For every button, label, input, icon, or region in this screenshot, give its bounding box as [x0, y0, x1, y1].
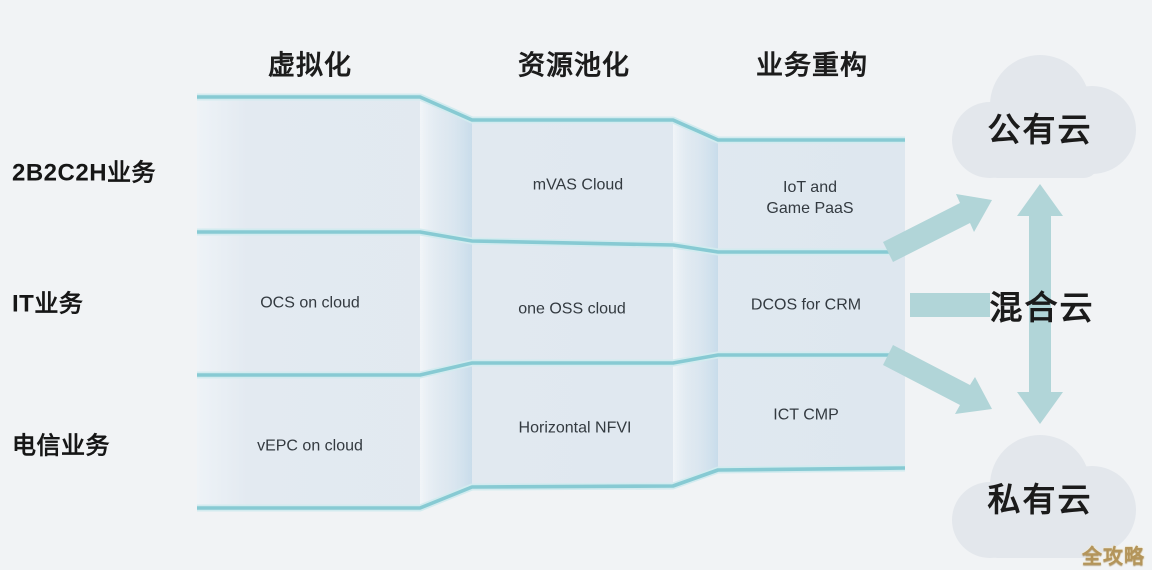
edge-row1-top [197, 95, 905, 142]
hybrid-cloud-label: 混合云 [989, 289, 1095, 326]
ribbon-row-2b2c2h [197, 97, 905, 252]
column-header-service-restructuring: 业务重构 [756, 50, 868, 81]
public-cloud-label: 公有云 [987, 111, 1093, 148]
column-header-virtualization: 虚拟化 [268, 50, 352, 81]
flow-arrows [883, 184, 1063, 424]
cell-one-oss-cloud: one OSS cloud [518, 300, 626, 318]
column-header-resource-pooling: 资源池化 [518, 50, 630, 81]
fold-strips [420, 97, 718, 508]
cell-mvas-cloud: mVAS Cloud [532, 176, 624, 194]
public-cloud-icon [952, 55, 1136, 178]
edge-row2-bottom [197, 353, 905, 377]
cell-iot-game-paas: IoT and Game PaaS [766, 179, 854, 217]
cell-dcos-for-crm: DCOS for CRM [750, 296, 862, 314]
edge-row3-bottom [197, 466, 906, 510]
fold-strip-2 [673, 120, 718, 486]
fold-strip-1 [420, 97, 472, 508]
arrow-public-private-bidirectional [1017, 184, 1063, 424]
arrow-to-private-cloud [883, 345, 992, 414]
cell-ocs-on-cloud: OCS on cloud [260, 294, 360, 312]
ribbon-edges [197, 93, 906, 512]
cell-vepc-on-cloud: vEPC on cloud [257, 437, 363, 455]
row-label-2b2c2h: 2B2C2H业务 [12, 159, 157, 187]
cell-horizontal-nfvi: Horizontal NFVI [518, 419, 632, 437]
row-label-it: IT业务 [12, 290, 84, 318]
arrow-to-hybrid-cloud [910, 293, 990, 317]
private-cloud-label: 私有云 [987, 481, 1093, 518]
arrow-to-public-cloud [883, 194, 992, 262]
row-label-telecom: 电信业务 [12, 432, 110, 460]
edge-row1-bottom [197, 230, 905, 254]
watermark: 全攻略 [1082, 546, 1145, 568]
ribbon-row-it [197, 232, 905, 375]
cell-ict-cmp: ICT CMP [773, 406, 839, 424]
private-cloud-icon [952, 435, 1136, 558]
